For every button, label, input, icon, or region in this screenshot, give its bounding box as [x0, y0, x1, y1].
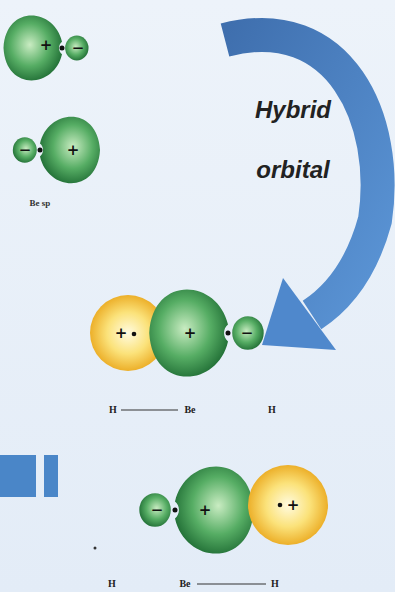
sp-orbital [4, 16, 89, 81]
deco-bar [0, 455, 36, 497]
atom-label: H [109, 405, 117, 415]
nucleus-dot [226, 331, 231, 336]
charge-sign: − [241, 326, 254, 341]
sp-orbital [149, 289, 263, 376]
nucleus-dot [173, 508, 178, 513]
sp-orbital [13, 117, 100, 183]
sp-orbital [139, 466, 253, 553]
bond-line [197, 584, 266, 585]
charge-sign: + [40, 38, 53, 53]
bond-line [121, 410, 178, 411]
deco-bar [44, 455, 58, 497]
charge-sign: + [184, 326, 197, 341]
curved-arrow [225, 35, 378, 315]
atom-label: H [108, 579, 116, 589]
charge-sign: − [19, 143, 32, 158]
arrow-caption: Hybrid orbital [238, 80, 348, 200]
charge-sign: + [115, 326, 128, 341]
charge-sign: + [67, 143, 80, 158]
charge-sign: − [151, 503, 164, 518]
dot [94, 547, 97, 550]
charge-sign: + [287, 498, 300, 513]
nucleus-dot [132, 332, 137, 337]
atom-label: H [268, 405, 276, 415]
charge-sign: + [199, 503, 212, 518]
nucleus-dot [278, 503, 283, 508]
atom-label: Be [179, 579, 190, 589]
nucleus-dot [38, 148, 43, 153]
orbital-caption: Be sp [30, 199, 51, 208]
atom-label: Be [184, 405, 195, 415]
charge-sign: − [72, 41, 85, 56]
arrow-head [262, 278, 336, 350]
h-1s-orbital [248, 465, 328, 545]
nucleus-dot [60, 46, 65, 51]
atom-label: H [271, 579, 279, 589]
